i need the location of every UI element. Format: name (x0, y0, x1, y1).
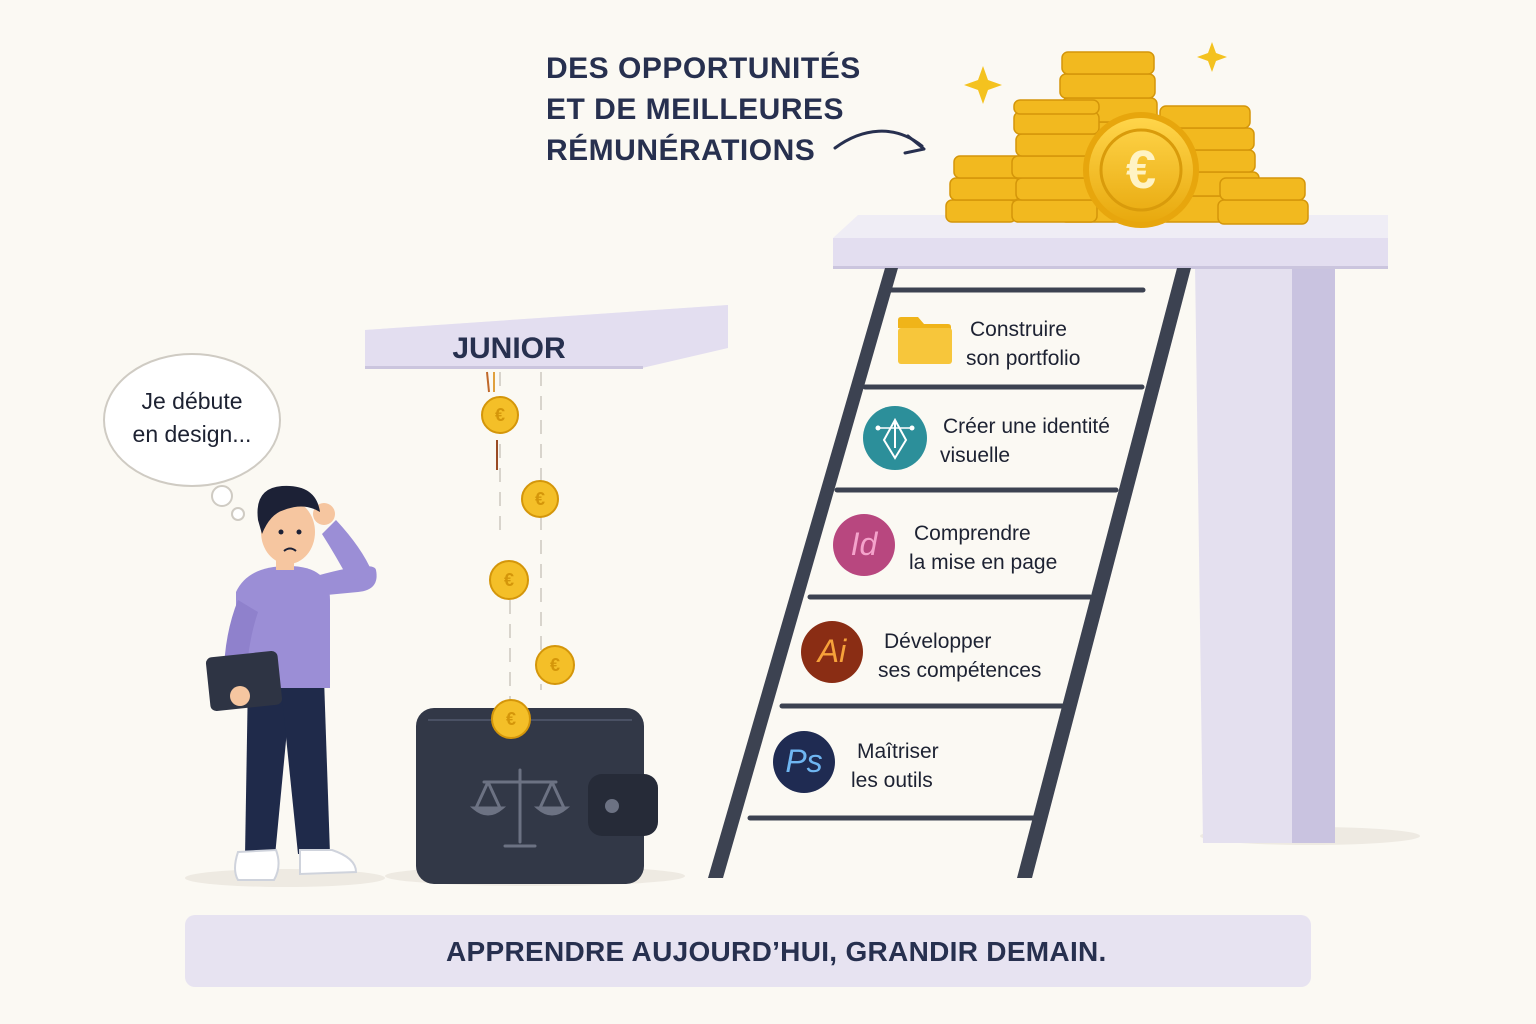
step-label-line-2: les outils (851, 769, 933, 792)
euro-symbol: € (505, 709, 516, 729)
indesign-icon (833, 514, 895, 576)
falling-coin: € (535, 645, 575, 685)
thought-bubble-text: Je débute en design... (112, 385, 272, 451)
junior-label: JUNIOR (452, 332, 566, 365)
bottom-banner (185, 915, 1311, 987)
illustrator-icon (801, 621, 863, 683)
step-identity: Créer une identité visuelle (940, 412, 1110, 470)
euro-symbol: € (534, 489, 545, 509)
falling-coin: € (491, 699, 531, 739)
person (205, 485, 377, 881)
step-label-line-1: Maîtriser (857, 740, 939, 763)
step-label-line-2: visuelle (940, 444, 1011, 467)
photoshop-icon-label: Ps (785, 743, 823, 779)
ladder (708, 268, 1191, 878)
euro-symbol: € (494, 405, 505, 425)
folder-icon (898, 317, 952, 364)
step-skills: Développer ses compétences (878, 627, 1041, 685)
wallet (416, 708, 658, 884)
arrow-icon (833, 129, 926, 155)
indesign-icon-label: Id (850, 526, 878, 562)
falling-coin: € (521, 480, 559, 518)
coin-pile (945, 42, 1309, 228)
step-label-line-1: Créer une identité (943, 415, 1110, 438)
thought-line-1: Je débute (141, 388, 243, 414)
falling-coin: € (481, 396, 519, 434)
thought-bubble (103, 353, 281, 521)
pen-tool-icon (863, 406, 927, 470)
headline-line-1: DES OPPORTUNITÉS (546, 52, 861, 85)
headline: DES OPPORTUNITÉS ET DE MEILLEURES RÉMUNÉ… (546, 48, 886, 171)
junior-platform (365, 305, 728, 369)
headline-line-2: ET DE MEILLEURES (546, 93, 845, 126)
step-label-line-2: la mise en page (909, 551, 1058, 574)
photoshop-icon (773, 731, 835, 793)
step-label-line-2: ses compétences (878, 659, 1042, 682)
headline-line-3: RÉMUNÉRATIONS (546, 134, 816, 167)
banner-text: APPRENDRE AUJOURD’HUI, GRANDIR DEMAIN. (446, 936, 1107, 967)
balance-scale-icon (469, 768, 571, 848)
euro-symbol: € (503, 570, 514, 590)
illustrator-icon-label: Ai (817, 633, 847, 669)
falling-coin: € (489, 560, 529, 600)
high-platform (833, 215, 1388, 843)
step-label-line-1: Développer (884, 630, 992, 653)
step-tools: Maîtriser les outils (851, 737, 939, 795)
euro-symbol: € (549, 655, 560, 675)
thought-line-2: en design... (132, 421, 252, 447)
step-label-line-2: son portfolio (966, 347, 1081, 370)
step-portfolio: Construire son portfolio (966, 315, 1080, 373)
step-layout: Comprendre la mise en page (909, 519, 1057, 577)
step-label-line-1: Comprendre (914, 522, 1031, 545)
step-label-line-1: Construire (970, 318, 1067, 341)
big-euro-coin-symbol: € (1125, 140, 1157, 200)
